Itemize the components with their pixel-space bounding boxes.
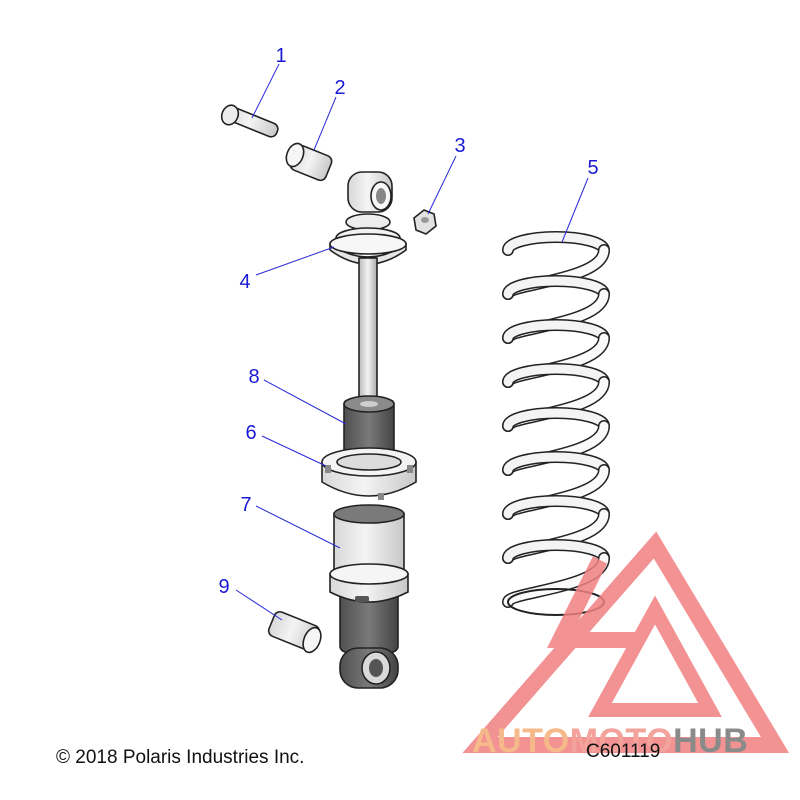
spring-coil-back <box>503 540 609 563</box>
part-9-bushing <box>267 610 322 654</box>
leader-lines <box>235 63 589 621</box>
callout-5: 5 <box>587 157 598 179</box>
spring-coil-back <box>503 364 609 387</box>
leader-4 <box>255 246 335 276</box>
leader-1 <box>251 63 280 119</box>
leader-8 <box>263 379 347 425</box>
watermark-moto: MOTO <box>570 722 673 760</box>
part-2-bushing <box>285 142 333 182</box>
callout-7: 7 <box>240 494 251 516</box>
part-6-adjuster-ring <box>321 447 417 500</box>
watermark-logo <box>462 531 790 753</box>
callout-labels: 1 2 3 4 5 6 7 8 9 <box>218 45 598 598</box>
spring-coil-back <box>503 408 609 431</box>
leader-5 <box>561 177 589 243</box>
callout-8: 8 <box>248 366 259 388</box>
watermark-auto: AUTO <box>472 722 570 760</box>
watermark-hub: HUB <box>673 722 748 760</box>
callout-2: 2 <box>334 77 345 99</box>
part-4-retainer <box>329 213 407 265</box>
shock-shaft <box>358 257 378 407</box>
leader-6 <box>261 435 327 467</box>
part-1-bolt <box>220 104 279 138</box>
diagram-code: C601119 <box>586 741 660 762</box>
spring-coil-back <box>503 496 609 519</box>
leader-2 <box>313 96 337 151</box>
callout-3: 3 <box>454 135 465 157</box>
spring-coil-back <box>503 232 609 255</box>
callout-9: 9 <box>218 576 229 598</box>
leader-9 <box>235 589 283 621</box>
callout-6: 6 <box>245 422 256 444</box>
part-5-coil-spring <box>502 231 610 616</box>
leader-3 <box>427 155 457 215</box>
spring-coil-back <box>503 276 609 299</box>
shock-bottom-eye <box>339 647 399 689</box>
callout-1: 1 <box>275 45 286 67</box>
callout-4: 4 <box>239 271 250 293</box>
copyright-text: © 2018 Polaris Industries Inc. <box>56 747 304 768</box>
spring-coil-back <box>503 320 609 343</box>
watermark-text: AUTOMOTOHUB <box>472 722 748 760</box>
part-3-nut <box>413 209 437 235</box>
leader-7 <box>255 505 341 549</box>
shock-top-eye <box>347 171 393 213</box>
part-7-spring-seat <box>329 504 409 603</box>
spring-coil-back <box>503 452 609 475</box>
